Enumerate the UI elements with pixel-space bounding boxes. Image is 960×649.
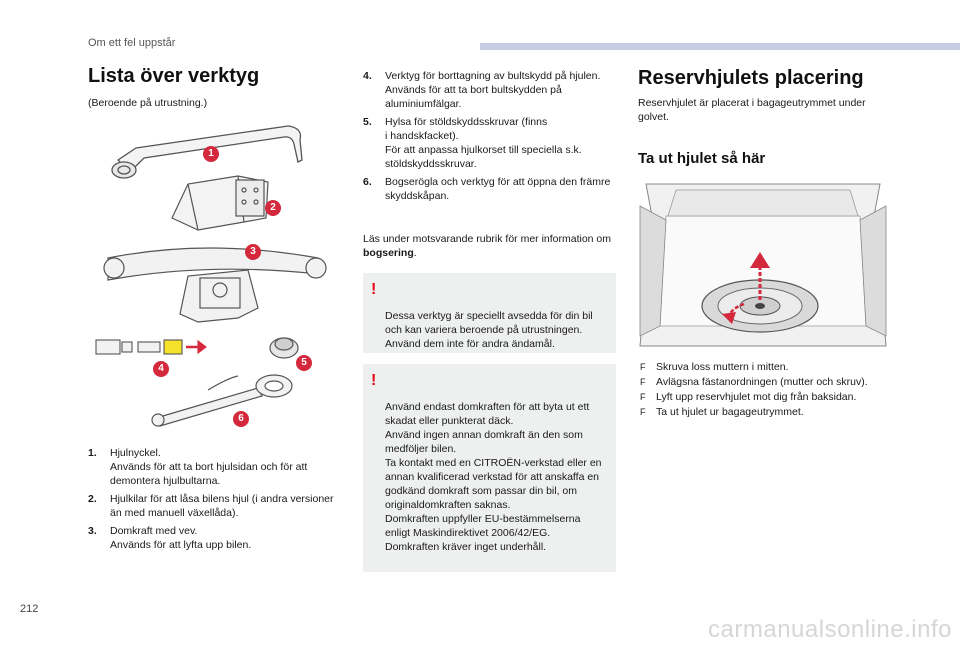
warning-text: Använd endast domkraften för att byta ut… <box>385 401 602 553</box>
anti-theft-socket-illustration <box>269 337 299 359</box>
spare-wheel-intro: Reservhjulet är placerat i bagageutrymme… <box>638 97 866 123</box>
warning-box-jack: ! Använd endast domkraften för att byta … <box>363 364 616 572</box>
warning-icon: ! <box>371 372 377 389</box>
item-title: Bogserögla och verktyg för att öppna den… <box>385 176 611 202</box>
item-number: 2. <box>88 493 97 505</box>
tools-list-middle: 4. Verktyg för borttagning av bultskydd … <box>363 69 618 207</box>
item-number: 1. <box>88 447 97 459</box>
warning-box-tools: ! Dessa verktyg är speciellt avsedda för… <box>363 273 616 353</box>
page-number: 212 <box>20 603 39 615</box>
tools-subtitle: (Beroende på utrustning.) <box>88 97 208 109</box>
tool-item-5: 5. Hylsa för stöldskyddsskruvar (finns i… <box>363 115 618 171</box>
tool-badge-1: 1 <box>203 146 219 162</box>
towing-eye-illustration <box>151 374 293 427</box>
item-title: Verktyg för borttagning av bultskydd på … <box>385 70 601 82</box>
note-prefix: Läs under motsvarande rubrik för mer inf… <box>363 233 612 245</box>
item-title: Hjulnyckel. <box>110 447 161 459</box>
item-number: 5. <box>363 116 372 128</box>
tools-illustration <box>95 125 327 427</box>
note-suffix: . <box>413 247 417 259</box>
step-marker-icon: F <box>640 392 646 402</box>
warning-text: Dessa verktyg är speciellt avsedda för d… <box>385 310 593 350</box>
tool-item-4: 4. Verktyg för borttagning av bultskydd … <box>363 69 618 111</box>
tools-list-title: Lista över verktyg <box>88 65 260 87</box>
step-text: Lyft upp reservhjulet mot dig från baksi… <box>656 391 857 403</box>
jack-illustration <box>103 247 327 323</box>
step-marker-icon: F <box>640 377 646 387</box>
tool-item-3: 3. Domkraft med vev. Används för att lyf… <box>88 524 344 552</box>
step-text: Ta ut hjulet ur bagageutrymmet. <box>656 406 804 418</box>
tool-badge-3: 3 <box>245 244 261 260</box>
step-marker-icon: F <box>640 362 646 372</box>
step-item: F Avlägsna fästanordningen (mutter och sk… <box>640 375 900 389</box>
item-description: Används för att lyfta upp bilen. <box>110 539 252 551</box>
item-title: Hylsa för stöldskyddsskruvar (finns i ha… <box>385 116 548 142</box>
bolt-cap-tool-illustration <box>95 339 207 355</box>
section-header: Om ett fel uppstår <box>88 37 176 49</box>
tool-item-2: 2. Hjulkilar för att låsa bilens hjul (i… <box>88 492 344 520</box>
warning-icon: ! <box>371 281 377 298</box>
item-number: 6. <box>363 176 372 188</box>
step-text: Avlägsna fästanordningen (mutter och skr… <box>656 376 868 388</box>
wheel-chock-illustration <box>171 175 269 231</box>
step-text: Skruva loss muttern i mitten. <box>656 361 789 373</box>
watermark-text: carmanualsonline.info <box>708 616 952 643</box>
item-description: Används för att ta bort bultskydden på a… <box>385 84 562 110</box>
tool-badge-4: 4 <box>153 361 169 377</box>
item-number: 3. <box>88 525 97 537</box>
remove-wheel-subtitle: Ta ut hjulet så här <box>638 150 766 167</box>
note-link-towing: bogsering <box>363 247 414 259</box>
tool-badge-5: 5 <box>296 355 312 371</box>
tools-list-left: 1. Hjulnyckel. Används för att ta bort h… <box>88 446 344 556</box>
removal-steps: F Skruva loss muttern i mitten. F Avlägsna… <box>640 360 900 420</box>
item-title: Hjulkilar för att låsa bilens hjul (i an… <box>110 493 334 519</box>
step-item: F Lyft upp reservhjulet mot dig från baks… <box>640 390 900 404</box>
step-item: F Skruva loss muttern i mitten. <box>640 360 900 374</box>
wheel-wrench-illustration <box>111 125 303 179</box>
item-description: För att anpassa hjulkorset till speciell… <box>385 144 582 170</box>
spare-wheel-title: Reservhjulets placering <box>638 67 864 89</box>
item-description: Används för att ta bort hjulsidan och fö… <box>110 461 308 487</box>
tool-item-6: 6. Bogserögla och verktyg för att öppna … <box>363 175 618 203</box>
header-bar <box>480 43 960 50</box>
step-marker-icon: F <box>640 407 646 417</box>
tool-badge-2: 2 <box>265 200 281 216</box>
tool-badge-6: 6 <box>233 411 249 427</box>
trunk-spare-wheel-illustration <box>636 176 890 350</box>
step-item: F Ta ut hjulet ur bagageutrymmet. <box>640 405 900 419</box>
towing-reference-note: Läs under motsvarande rubrik för mer inf… <box>363 232 613 260</box>
item-title: Domkraft med vev. <box>110 525 198 537</box>
tool-item-1: 1. Hjulnyckel. Används för att ta bort h… <box>88 446 344 488</box>
item-number: 4. <box>363 70 372 82</box>
